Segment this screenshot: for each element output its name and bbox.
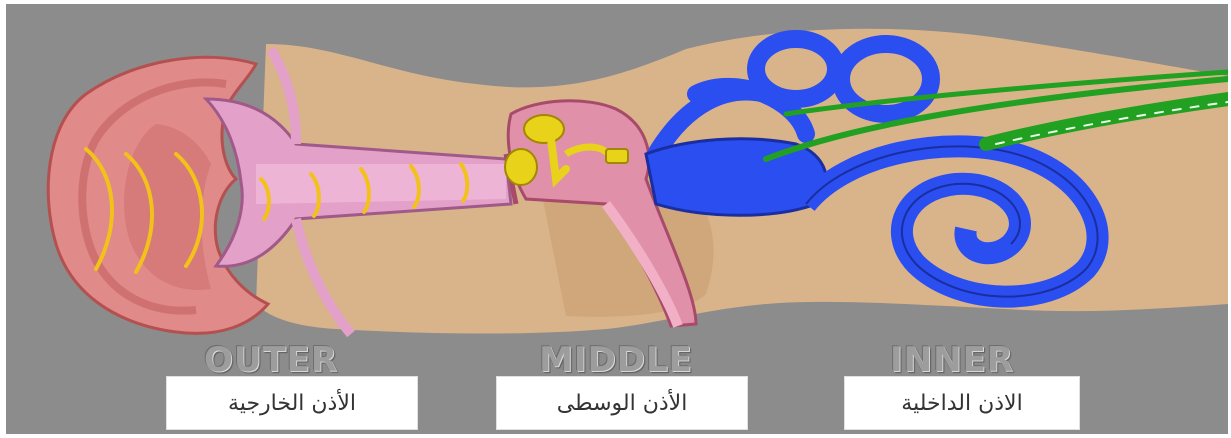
ear-anatomy-diagram: OUTER MIDDLE INNER الأذن الخارجية الأذن … bbox=[6, 4, 1228, 434]
outer-title: OUTER bbox=[156, 340, 386, 380]
middle-title: MIDDLE bbox=[476, 340, 756, 380]
outer-ear-label: الأذن الخارجية bbox=[166, 376, 418, 430]
middle-ear-label: الأذن الوسطى bbox=[496, 376, 748, 430]
inner-ear-label: الاذن الداخلية bbox=[844, 376, 1080, 430]
inner-title: INNER bbox=[832, 340, 1072, 380]
